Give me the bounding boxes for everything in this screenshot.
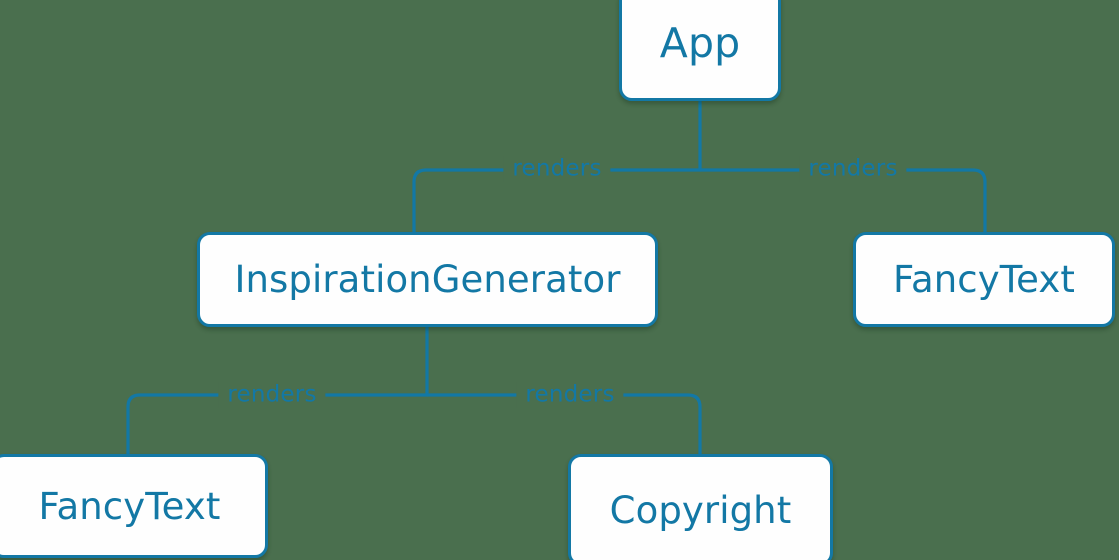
edge-label-app-to-inspiration-generator: renders (503, 155, 611, 183)
edge-app-to-inspiration (412, 99, 702, 233)
node-fancytext-right[interactable]: FancyText (853, 232, 1115, 327)
edge-label-app-to-fancytext-right: renders (799, 155, 907, 183)
node-copyright[interactable]: Copyright (568, 454, 833, 560)
edge-label-inspiration-generator-to-copyright: renders (516, 381, 624, 409)
node-fancytext-bottom[interactable]: FancyText (0, 454, 268, 558)
node-fancytext-bottom-label: FancyText (38, 484, 221, 528)
node-copyright-label: Copyright (609, 488, 792, 532)
node-inspiration-generator[interactable]: InspirationGenerator (197, 232, 658, 327)
edge-label-inspiration-generator-to-fancytext-bottom: renders (218, 381, 326, 409)
edge-inspiration-to-fancytext-bottom (126, 326, 429, 456)
node-app[interactable]: App (619, 0, 781, 101)
node-fancytext-right-label: FancyText (893, 258, 1075, 301)
node-app-label: App (659, 19, 741, 67)
edge-app-to-fancytext-right (700, 168, 987, 233)
node-inspiration-generator-label: InspirationGenerator (234, 258, 621, 301)
edge-inspiration-to-copyright (427, 393, 702, 456)
